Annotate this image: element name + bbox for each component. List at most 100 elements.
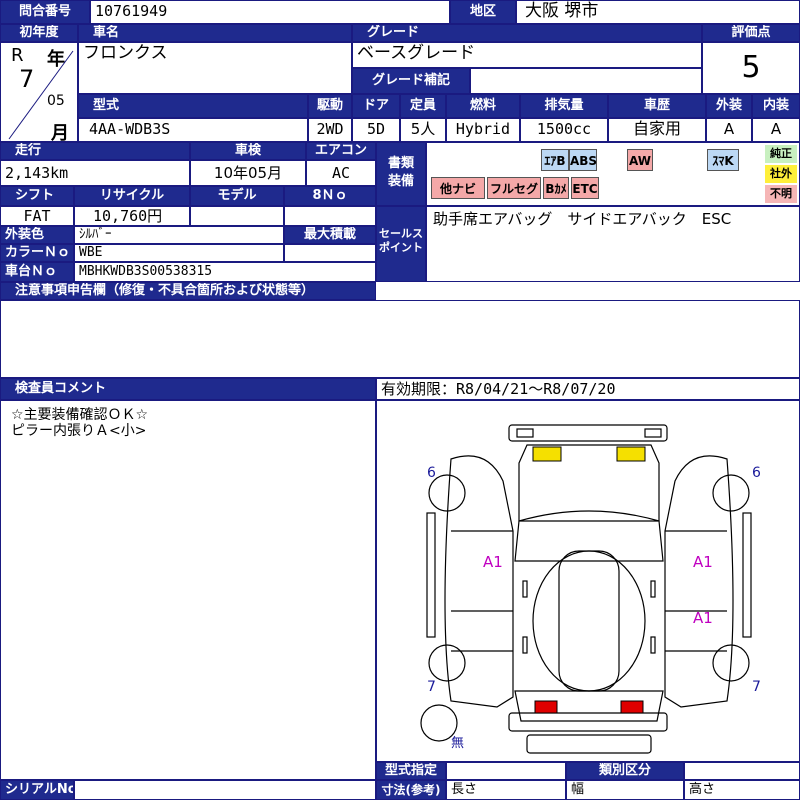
spec-doors-label: ドア xyxy=(352,94,400,118)
diagonal-line xyxy=(8,50,74,140)
tire-num-front-right: 6 xyxy=(752,465,761,481)
tag-unknown: 不明 xyxy=(765,185,797,203)
comment-line-2: ピラー内張りＡ<小> xyxy=(11,423,147,439)
dims-width: 幅 xyxy=(566,780,684,800)
spec-capacity-value: 5人 xyxy=(400,118,446,142)
badge-etc: ETC xyxy=(571,177,599,199)
damage-mark-right-rear-door: A1 xyxy=(693,609,713,627)
shift-value: FAT xyxy=(0,206,74,226)
color-no-value: WBE xyxy=(74,244,284,262)
grade-value: ベースグレード xyxy=(352,42,702,68)
notes-area xyxy=(0,300,800,378)
tire-num-rear-left: 7 xyxy=(427,679,436,695)
inspector-comment-label: 検査員コメント xyxy=(0,378,376,400)
car-diagram-svg: A1 A1 A1 6 6 7 7 無 xyxy=(420,424,761,754)
spec-capacity-label: 定員 xyxy=(400,94,446,118)
first-reg-year-unit: 年 xyxy=(47,49,65,70)
first-reg-label: 初年度 xyxy=(0,24,78,42)
model-no-value xyxy=(284,206,376,226)
type-spec-label: 型式指定 xyxy=(376,762,446,780)
category-label: 類別区分 xyxy=(566,762,684,780)
car-name-value: フロンクス xyxy=(78,42,352,94)
grade-supplement-value xyxy=(470,68,702,94)
equipment-box: ｴｱB ABS AW ｽﾏK 他ナビ フルセグ Bｶﾒ ETC 純正 社外 不明 xyxy=(426,142,800,206)
badge-smartkey: ｽﾏK xyxy=(707,149,739,171)
sales-point-label: セールス ポイント xyxy=(376,206,426,282)
first-reg-year: 7 xyxy=(19,65,35,93)
notes-label: 注意事項申告欄（修復・不具合箇所および状態等） xyxy=(0,282,376,300)
score-label: 評価点 xyxy=(702,24,800,42)
badge-fullseg: フルセグ xyxy=(487,177,541,199)
car-diagram: A1 A1 A1 6 6 7 7 無 xyxy=(376,400,800,762)
inspector-comment-body: ☆主要装備確認ＯＫ☆ ピラー内張りＡ<小> xyxy=(0,400,376,780)
inquiry-label: 問合番号 xyxy=(0,0,90,24)
tag-genuine: 純正 xyxy=(765,145,797,163)
spec-drive-value: 2WD xyxy=(308,118,352,142)
first-reg-era: R xyxy=(11,45,24,66)
recycle-label: リサイクル xyxy=(74,186,190,206)
spec-model-value: 4AA-WDB3S xyxy=(78,118,308,142)
first-reg-month-unit: 月 xyxy=(51,123,69,142)
spec-displacement-value: 1500cc xyxy=(520,118,608,142)
inspection-value: 10年05月 xyxy=(190,160,306,186)
max-load-label: 最大積載 xyxy=(284,226,376,244)
shift-label: シフト xyxy=(0,186,74,206)
first-reg-box: R 年 7 05 月 xyxy=(0,42,78,142)
damage-mark-right-front-door: A1 xyxy=(693,553,713,571)
serial-value xyxy=(74,780,376,800)
color-no-label: カラーＮｏ xyxy=(0,244,74,262)
equipment-label: 書類 装備 xyxy=(376,142,426,206)
aircon-value: AC xyxy=(306,160,376,186)
spec-exterior-value: A xyxy=(706,118,752,142)
spec-fuel-label: 燃料 xyxy=(446,94,520,118)
spec-exterior-label: 外装 xyxy=(706,94,752,118)
type-spec-value xyxy=(446,762,566,780)
dims-height: 高さ xyxy=(684,780,800,800)
grade-label: グレード xyxy=(352,24,702,42)
validity: 有効期限：R8/04/21～R8/07/20 xyxy=(376,378,800,400)
car-name-label: 車名 xyxy=(78,24,352,42)
category-value xyxy=(684,762,800,780)
region-value: 大阪 堺市 xyxy=(516,0,800,24)
max-load-value xyxy=(284,244,376,262)
badge-backcam: Bｶﾒ xyxy=(543,177,569,199)
model-value xyxy=(190,206,284,226)
dims-length: 長さ xyxy=(446,780,566,800)
first-reg-month: 05 xyxy=(47,93,65,109)
spec-history-value: 自家用 xyxy=(608,118,706,142)
mileage-value: 2,143km xyxy=(0,160,190,186)
grade-supplement-label: グレード補記 xyxy=(352,68,470,94)
recycle-value: 10,760円 xyxy=(74,206,190,226)
dims-label: 寸法(参考) xyxy=(376,780,446,800)
model-label: モデル xyxy=(190,186,284,206)
comment-line-1: ☆主要装備確認ＯＫ☆ xyxy=(11,407,149,423)
badge-aw: AW xyxy=(627,149,653,171)
color-label: 外装色 xyxy=(0,226,74,244)
mileage-label: 走行 xyxy=(0,142,190,160)
badge-airbag: ｴｱB xyxy=(541,149,569,171)
inspection-label: 車検 xyxy=(190,142,306,160)
tag-aftermarket: 社外 xyxy=(765,165,797,183)
score-value: 5 xyxy=(702,42,800,94)
spare-tire-label: 無 xyxy=(451,736,464,751)
color-value: ｼﾙﾊﾞｰ xyxy=(74,226,284,244)
model-no-label: 8Ｎｏ xyxy=(284,186,376,206)
chassis-no-label: 車台Ｎｏ xyxy=(0,262,74,282)
tire-num-rear-right: 7 xyxy=(752,679,761,695)
sales-point-value: 助手席エアバッグ サイドエアバック ESC xyxy=(426,206,800,282)
inquiry-value: 10761949 xyxy=(90,0,450,24)
badge-abs: ABS xyxy=(569,149,597,171)
region-label: 地区 xyxy=(450,0,516,24)
tire-num-front-left: 6 xyxy=(427,465,436,481)
spec-doors-value: 5D xyxy=(352,118,400,142)
chassis-no-value: MBHKWDB3S00538315 xyxy=(74,262,376,282)
spec-history-label: 車歴 xyxy=(608,94,706,118)
badge-other-navi: 他ナビ xyxy=(431,177,485,199)
serial-label: シリアルNo xyxy=(0,780,74,800)
aircon-label: エアコン xyxy=(306,142,376,160)
damage-mark-left-door: A1 xyxy=(483,553,503,571)
spec-interior-value: A xyxy=(752,118,800,142)
spec-fuel-value: Hybrid xyxy=(446,118,520,142)
spec-model-label: 型式 xyxy=(78,94,308,118)
spec-displacement-label: 排気量 xyxy=(520,94,608,118)
